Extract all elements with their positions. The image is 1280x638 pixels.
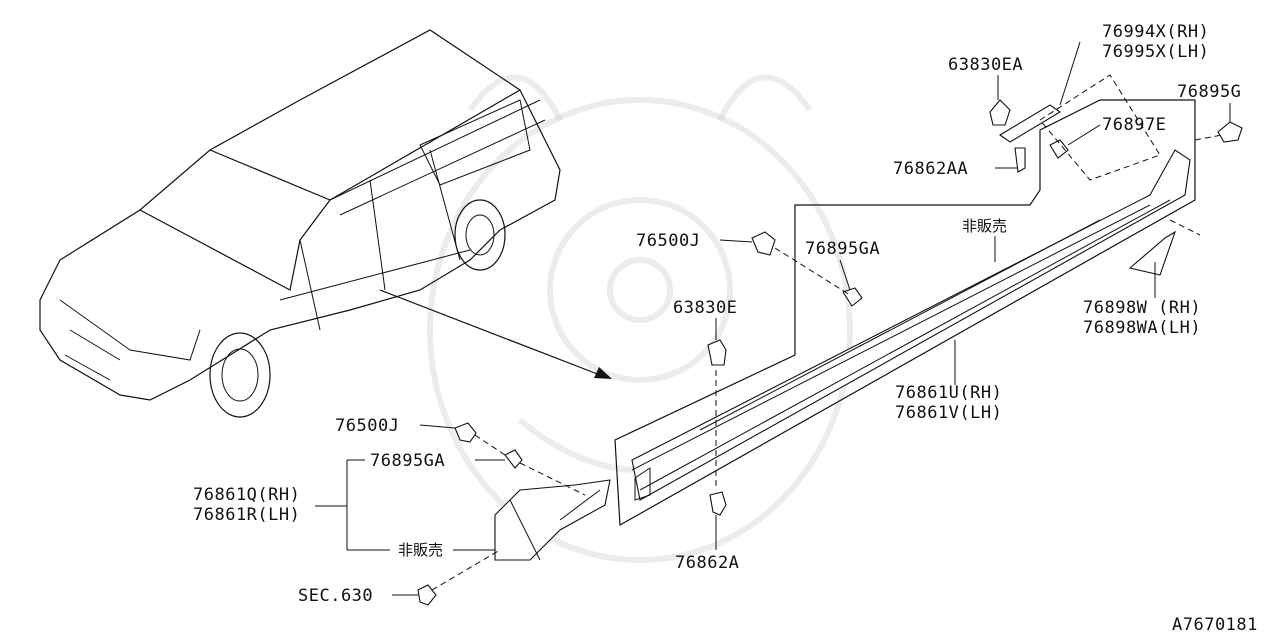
label-76898wa: 76898WA(LH): [1083, 318, 1201, 338]
label-76897e: 76897E: [1102, 115, 1166, 135]
label-76898w: 76898W (RH): [1083, 298, 1201, 318]
label-76862aa: 76862AA: [893, 159, 968, 179]
label-76895ga-top: 76895GA: [805, 239, 880, 259]
label-63830ea: 63830EA: [948, 55, 1023, 75]
label-76500j-top: 76500J: [636, 231, 700, 251]
watermark-emblem: [427, 74, 853, 563]
label-hihanbai-top: 非販売: [962, 217, 1007, 235]
leader-lines: [315, 41, 1231, 596]
end-cap-piece: [1128, 219, 1201, 276]
label-63830e: 63830E: [673, 298, 737, 318]
label-76500j-bottom: 76500J: [335, 416, 399, 436]
label-76895g: 76895G: [1177, 82, 1241, 102]
diagram-id: A7670181: [1172, 615, 1258, 635]
part-labels: 76994X(RH) 76995X(LH) 63830EA 76895G 768…: [193, 22, 1258, 635]
label-76861q: 76861Q(RH): [193, 485, 300, 505]
label-sec630: SEC.630: [298, 586, 373, 606]
middle-clips: [707, 231, 863, 516]
vehicle-illustration: [39, 29, 561, 418]
upper-clips: [989, 74, 1243, 181]
label-76861u: 76861U(RH): [895, 383, 1002, 403]
front-sill-piece: [417, 422, 611, 606]
label-76861v: 76861V(LH): [895, 403, 1002, 423]
pointer-arrow: [379, 289, 612, 379]
label-76861r: 76861R(LH): [193, 505, 300, 525]
label-76995x: 76995X(LH): [1102, 42, 1209, 62]
sill-molding-assembly: [614, 99, 1196, 526]
label-76994x: 76994X(RH): [1102, 22, 1209, 42]
label-76895ga-bottom: 76895GA: [370, 451, 445, 471]
label-hihanbai-bottom: 非販売: [398, 541, 443, 559]
label-76862a: 76862A: [675, 553, 739, 573]
